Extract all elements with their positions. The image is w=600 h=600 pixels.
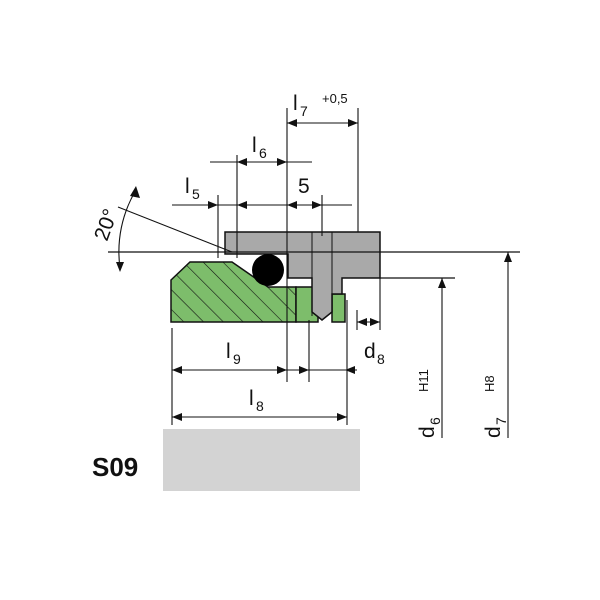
label-l5: l (185, 175, 190, 198)
label-l5-sub: 5 (192, 186, 200, 202)
housing-block (163, 429, 360, 491)
angle-arrow-top (130, 186, 140, 198)
piston-part (224, 231, 381, 321)
o-ring (252, 254, 284, 286)
label-l9-sub: 9 (233, 351, 241, 367)
label-angle: 20° (90, 206, 122, 244)
label-l6-sub: 6 (259, 145, 267, 161)
label-l9: l (226, 340, 231, 363)
angle-arc (118, 189, 137, 269)
label-d7-sub: 7 (493, 417, 509, 425)
profile-title: S09 (92, 452, 138, 482)
dim-d8-arrow-r (345, 366, 355, 374)
label-l8-sub: 8 (256, 398, 264, 414)
label-d6-group: d 6 H11 (416, 369, 443, 438)
label-l6: l (252, 134, 257, 157)
seal-hatching (171, 262, 296, 322)
label-d6-fit: H11 (416, 369, 431, 392)
dim-l5-arrow-head (208, 201, 218, 209)
label-d7-fit: H8 (482, 375, 497, 392)
label-d6-sub: 6 (427, 417, 443, 425)
label-d8-sub: 8 (377, 351, 385, 367)
label-l7: l (293, 92, 298, 115)
label-five: 5 (298, 175, 310, 198)
dim-l6-mark-head (237, 201, 247, 209)
angle-arrow-bottom (116, 262, 124, 272)
seal-step-right (331, 293, 346, 323)
label-l7-tolerance: +0,5 (322, 91, 348, 106)
label-d7: d (482, 426, 505, 438)
label-l7-sub: 7 (300, 103, 308, 119)
angle-leg (117, 206, 233, 253)
label-l8: l (249, 387, 254, 410)
label-d7-group: d 7 H8 (482, 375, 509, 438)
dim-d8-arrow (299, 366, 309, 374)
label-d8: d (364, 340, 376, 363)
label-d6: d (416, 426, 439, 438)
